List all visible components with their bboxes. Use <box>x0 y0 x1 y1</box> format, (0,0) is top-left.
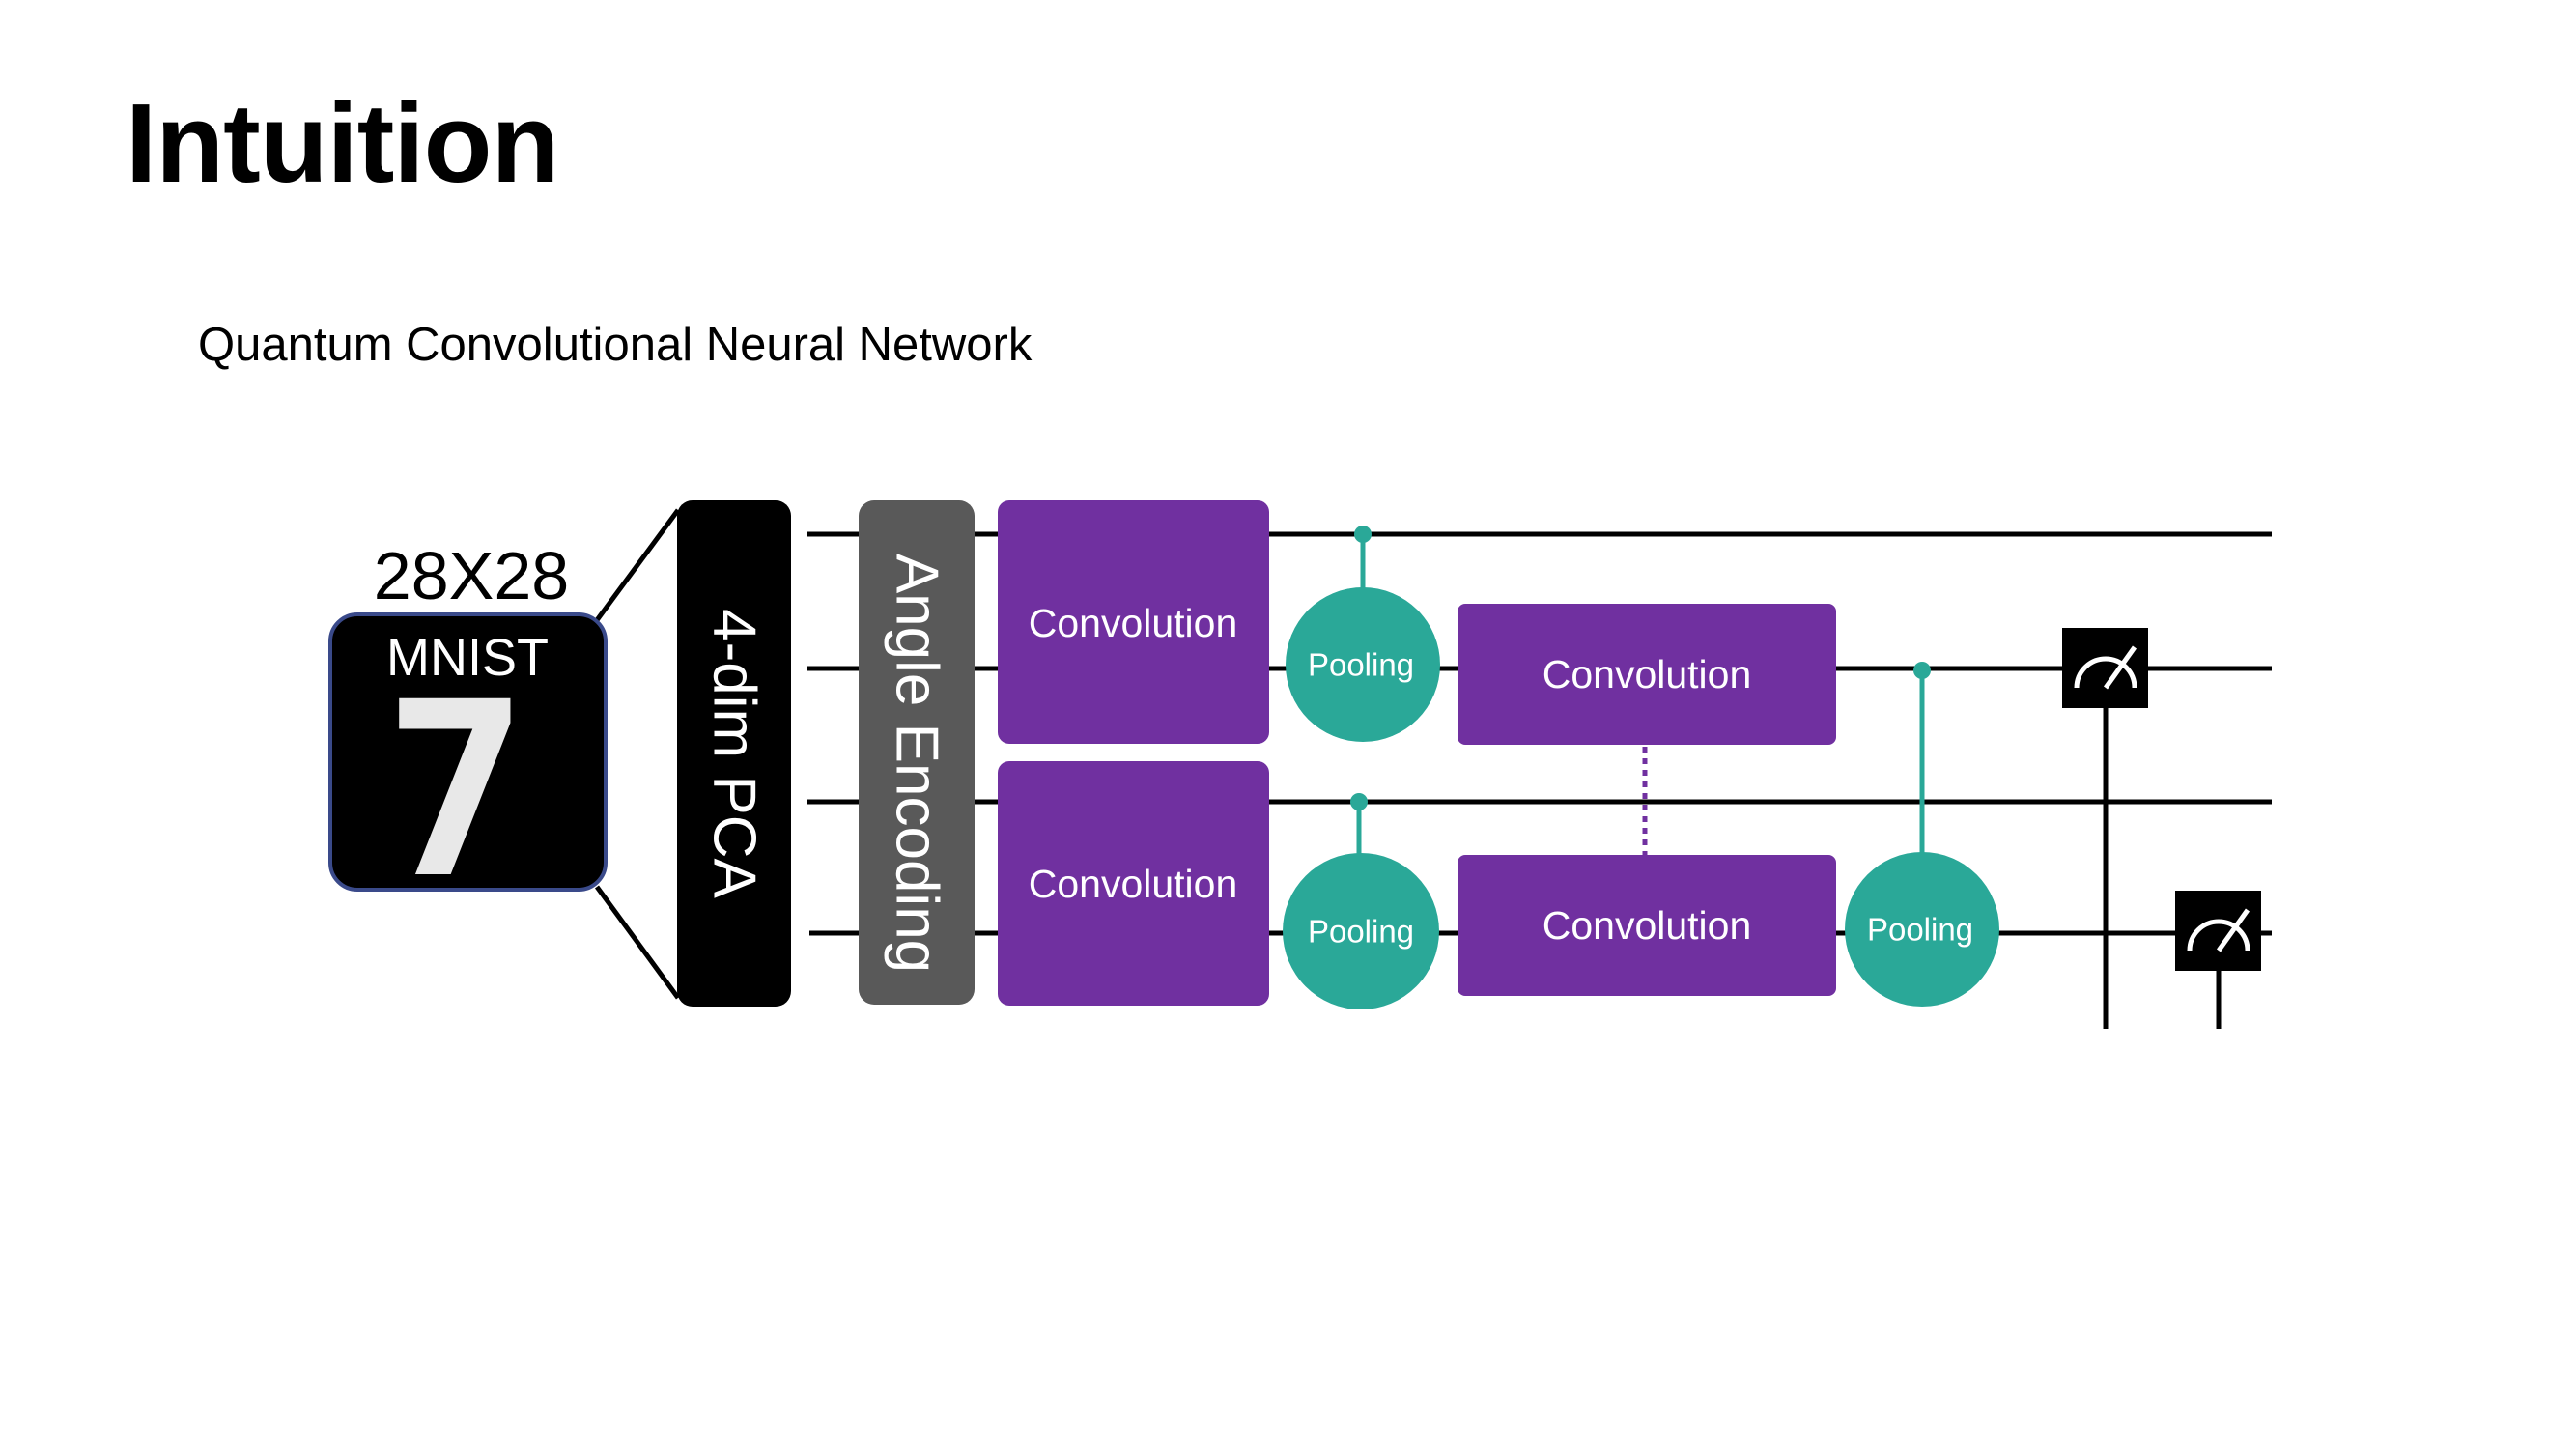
pooling-block-2: Pooling <box>1283 793 1439 1009</box>
pca-block <box>677 500 791 1007</box>
mnist-digit: 7 <box>383 650 529 931</box>
convolution-label: Convolution <box>1029 601 1238 645</box>
measurement-box <box>2175 891 2261 971</box>
mnist-image-frame <box>328 612 608 892</box>
pooling-block-3: Pooling <box>1845 662 1999 1007</box>
convolution-block-3: Convolution <box>1458 604 1836 745</box>
pooling-control-dot <box>1913 662 1931 679</box>
measurement-box <box>2062 628 2148 708</box>
pooling-circle <box>1286 587 1440 742</box>
encoding-block <box>859 500 975 1005</box>
convolution-box <box>1458 855 1836 996</box>
input-size-label: 28X28 <box>374 538 569 613</box>
meter-icon <box>2187 908 2250 952</box>
mnist-label: MNIST <box>386 629 549 687</box>
pooling-label: Pooling <box>1308 914 1414 950</box>
convolution-box <box>998 761 1269 1006</box>
slide-title: Intuition <box>126 80 559 206</box>
convolution-label: Convolution <box>1029 862 1238 906</box>
convolution-box <box>998 500 1269 744</box>
pooling-label: Pooling <box>1867 912 1973 948</box>
convolution-label: Convolution <box>1543 903 1752 948</box>
measurement-2 <box>2175 891 2261 1029</box>
encoding-label: Angle Encoding <box>884 554 950 973</box>
convolution-block-2: Convolution <box>998 761 1269 1006</box>
convolution-block-4: Convolution <box>1458 855 1836 996</box>
slide-subtitle: Quantum Convolutional Neural Network <box>198 319 1033 371</box>
pooling-block-1: Pooling <box>1286 526 1440 742</box>
pca-label: 4-dim PCA <box>701 609 768 898</box>
pooling-circle <box>1283 853 1439 1009</box>
convolution-label: Convolution <box>1543 652 1752 696</box>
mnist-input-image: MNIST 7 <box>328 612 608 931</box>
pooling-label: Pooling <box>1308 647 1414 683</box>
meter-icon <box>2074 645 2137 690</box>
pca-fan-line-bottom <box>594 885 681 1000</box>
pca-fan-line-top <box>594 508 681 622</box>
pooling-control-dot <box>1354 526 1372 543</box>
measurement-1 <box>2062 628 2148 1029</box>
convolution-box <box>1458 604 1836 745</box>
convolution-block-1: Convolution <box>998 500 1269 744</box>
pooling-control-dot <box>1350 793 1368 810</box>
pooling-circle <box>1845 852 1999 1007</box>
